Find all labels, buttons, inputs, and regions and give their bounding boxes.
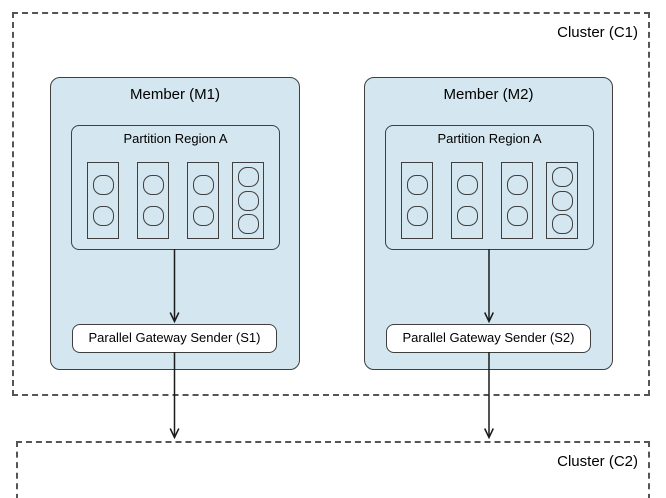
bucket-entry-oval — [406, 206, 428, 227]
gateway-sender-s2-box: Parallel Gateway Sender (S2) — [386, 324, 591, 353]
cluster-c2-label: Cluster (C2) — [557, 453, 638, 470]
bucket-entry-oval — [551, 166, 573, 187]
bucket — [87, 162, 119, 239]
bucket-entry-oval — [551, 190, 573, 211]
bucket — [546, 162, 578, 239]
bucket-entry-oval — [456, 174, 478, 195]
member-m1-box: Member (M1) Partition Region A Parallel … — [50, 77, 300, 370]
partition-region-a-m2-box: Partition Region A — [385, 125, 594, 250]
bucket-entry-oval — [237, 166, 259, 187]
bucket-entry-oval — [456, 206, 478, 227]
bucket-entry-oval — [92, 174, 114, 195]
partition-region-a-m1-label: Partition Region A — [123, 131, 228, 146]
partition-region-a-m2-label: Partition Region A — [437, 131, 542, 146]
bucket-row-m2 — [386, 162, 593, 239]
bucket-entry-oval — [506, 206, 528, 227]
gateway-sender-s1-box: Parallel Gateway Sender (S1) — [72, 324, 277, 353]
bucket — [501, 162, 533, 239]
cluster-c2-box: Cluster (C2) — [16, 441, 650, 498]
member-m2-label: Member (M2) — [443, 86, 534, 103]
bucket-entry-oval — [551, 214, 573, 235]
member-m2-box: Member (M2) Partition Region A Parallel … — [364, 77, 613, 370]
bucket-row-m1 — [72, 162, 279, 239]
bucket — [401, 162, 433, 239]
partition-region-a-m1-box: Partition Region A — [71, 125, 280, 250]
bucket — [137, 162, 169, 239]
member-m1-label: Member (M1) — [129, 86, 220, 103]
bucket-entry-oval — [192, 206, 214, 227]
bucket-entry-oval — [406, 174, 428, 195]
bucket-entry-oval — [192, 174, 214, 195]
bucket — [187, 162, 219, 239]
cluster-c1-box: Cluster (C1) — [12, 12, 650, 396]
bucket-entry-oval — [92, 206, 114, 227]
bucket — [232, 162, 264, 239]
bucket-entry-oval — [237, 190, 259, 211]
bucket — [451, 162, 483, 239]
bucket-entry-oval — [506, 174, 528, 195]
bucket-entry-oval — [142, 174, 164, 195]
bucket-entry-oval — [237, 214, 259, 235]
bucket-entry-oval — [142, 206, 164, 227]
cluster-c1-label: Cluster (C1) — [557, 24, 638, 41]
